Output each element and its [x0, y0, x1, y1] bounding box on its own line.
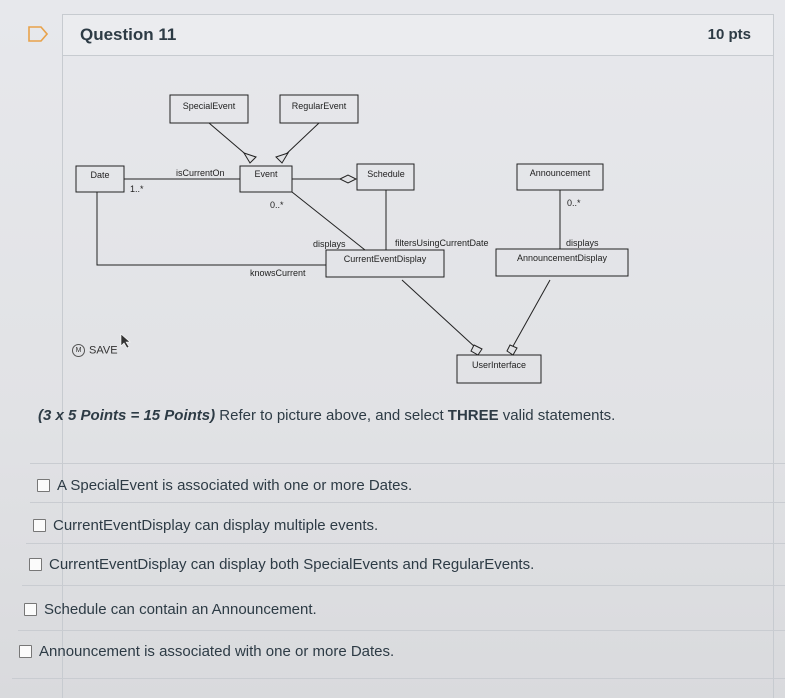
label-current-event-display: CurrentEventDisplay — [344, 254, 427, 264]
answer-option-label: CurrentEventDisplay can display both Spe… — [49, 556, 535, 573]
question-points: 10 pts — [707, 26, 751, 43]
label-special-event: SpecialEvent — [183, 101, 236, 111]
answer-checkbox[interactable] — [37, 479, 50, 492]
uml-diagram: SpecialEvent RegularEvent Date Event Sch… — [75, 94, 629, 384]
divider — [12, 678, 785, 679]
save-indicator[interactable]: M SAVE — [72, 344, 118, 357]
label-user-interface: UserInterface — [472, 360, 526, 370]
divider — [30, 463, 785, 464]
label-filters: filtersUsingCurrentDate — [395, 238, 489, 248]
divider — [22, 585, 785, 586]
question-header: Question 11 10 pts — [63, 14, 773, 56]
answer-option-label: A SpecialEvent is associated with one or… — [57, 477, 413, 494]
answer-option[interactable]: CurrentEventDisplay can display multiple… — [33, 517, 378, 534]
answer-option[interactable]: CurrentEventDisplay can display both Spe… — [29, 556, 534, 573]
answer-option[interactable]: Announcement is associated with one or m… — [19, 643, 394, 660]
answer-checkbox[interactable] — [29, 558, 42, 571]
answer-checkbox[interactable] — [19, 645, 32, 658]
answer-option[interactable]: A SpecialEvent is associated with one or… — [37, 477, 412, 494]
prompt-text-before: Refer to picture above, and select — [215, 407, 448, 424]
answer-option-label: CurrentEventDisplay can display multiple… — [53, 517, 379, 534]
question-title: Question 11 — [80, 25, 177, 44]
answer-checkbox[interactable] — [24, 603, 37, 616]
question-card: Question 11 10 pts — [62, 14, 774, 698]
prompt-points: (3 x 5 Points = 15 Points) — [38, 407, 216, 424]
answer-option-label: Announcement is associated with one or m… — [39, 643, 395, 660]
label-knows-current: knowsCurrent — [250, 268, 306, 278]
divider — [26, 543, 785, 544]
answer-option-label: Schedule can contain an Announcement. — [44, 601, 317, 618]
prompt-emphasis: THREE — [447, 407, 499, 424]
label-date-mult: 1..* — [130, 184, 144, 194]
label-event: Event — [254, 169, 278, 179]
box-announcement-display — [495, 248, 629, 277]
save-badge-icon: M — [72, 344, 85, 357]
label-event-mult: 0..* — [270, 200, 284, 210]
label-regular-event: RegularEvent — [292, 101, 347, 111]
label-announcement: Announcement — [530, 168, 591, 178]
question-prompt: (3 x 5 Points = 15 Points) Refer to pict… — [38, 407, 615, 424]
label-announcement-mult: 0..* — [567, 198, 581, 208]
label-schedule: Schedule — [367, 169, 405, 179]
answer-option[interactable]: Schedule can contain an Announcement. — [24, 601, 317, 618]
label-displays-2: displays — [566, 238, 599, 248]
save-label: SAVE — [89, 344, 118, 357]
divider — [18, 630, 785, 631]
label-displays-1: displays — [313, 239, 346, 249]
label-announcement-display: AnnouncementDisplay — [517, 253, 608, 263]
answer-checkbox[interactable] — [33, 519, 46, 532]
box-current-event-display — [325, 249, 445, 278]
divider — [30, 502, 785, 503]
box-user-interface — [456, 354, 542, 384]
label-date: Date — [90, 170, 109, 180]
mouse-cursor-icon — [120, 333, 131, 349]
flag-question-icon[interactable] — [28, 26, 48, 42]
label-is-current-on: isCurrentOn — [176, 168, 225, 178]
prompt-text-after: valid statements. — [498, 407, 616, 424]
